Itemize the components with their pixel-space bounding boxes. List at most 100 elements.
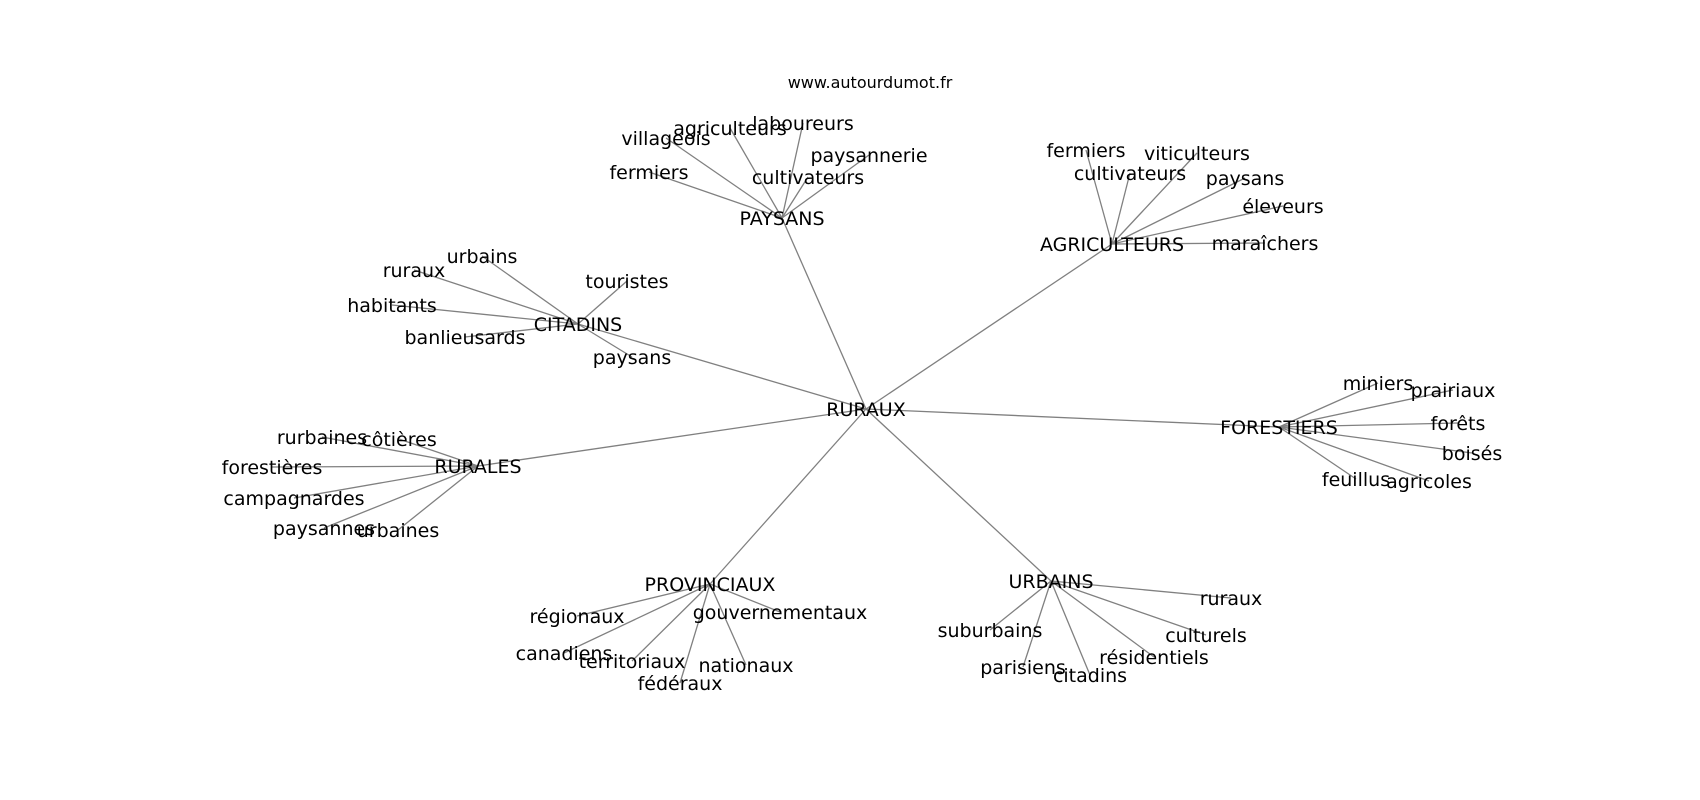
edge-hub-to-leaf bbox=[577, 323, 633, 358]
leaf-node-label: nationaux bbox=[698, 655, 793, 677]
edge-hub-to-leaf bbox=[989, 580, 1052, 631]
edge-hub-to-leaf bbox=[293, 465, 479, 499]
edge-hub-to-leaf bbox=[1022, 580, 1052, 668]
edge-center-to-hub bbox=[477, 408, 867, 467]
edge-center-to-hub bbox=[781, 217, 867, 410]
edge-hub-to-leaf bbox=[1050, 580, 1155, 658]
edge-center-to-hub bbox=[865, 408, 1280, 428]
edge-hub-to-leaf bbox=[709, 583, 781, 613]
center-node-label: RURAUX bbox=[826, 399, 905, 421]
edge-hub-to-leaf bbox=[1111, 152, 1198, 245]
edge-hub-to-leaf bbox=[481, 255, 579, 325]
leaf-node-label: viticulteurs bbox=[1144, 143, 1250, 165]
edge-hub-to-leaf bbox=[577, 280, 628, 325]
leaf-node-label: urbaines bbox=[357, 520, 439, 542]
hub-node-label: AGRICULTEURS bbox=[1040, 234, 1184, 256]
leaf-node-label: paysans bbox=[593, 347, 671, 369]
leaf-node-label: culturels bbox=[1165, 625, 1247, 647]
edge-hub-to-leaf bbox=[781, 154, 870, 219]
edge-center-to-hub bbox=[865, 408, 1052, 582]
edge-center-to-hub bbox=[577, 323, 867, 410]
hub-node-label: RURALES bbox=[434, 456, 521, 478]
edge-hub-to-leaf bbox=[1111, 172, 1131, 245]
edge-hub-to-leaf bbox=[271, 465, 479, 468]
edge-hub-to-leaf bbox=[781, 176, 809, 219]
edge-hub-to-leaf bbox=[464, 323, 579, 338]
hub-node-label: CITADINS bbox=[534, 314, 623, 336]
hub-node-label: PROVINCIAUX bbox=[645, 574, 776, 596]
leaf-node-label: miniers bbox=[1343, 373, 1414, 395]
edge-hub-to-leaf bbox=[648, 171, 783, 219]
edge-hub-to-leaf bbox=[563, 583, 711, 654]
leaf-node-label: forêts bbox=[1431, 413, 1486, 435]
edge-hub-to-leaf bbox=[1278, 389, 1454, 428]
edge-hub-to-leaf bbox=[1278, 422, 1459, 428]
leaf-node-label: feuillus bbox=[1322, 469, 1390, 491]
leaf-node-label: fermiers bbox=[1046, 140, 1125, 162]
edge-hub-to-leaf bbox=[679, 583, 711, 684]
edge-hub-to-leaf bbox=[1278, 426, 1473, 454]
edge-hub-to-leaf bbox=[1050, 580, 1091, 676]
leaf-node-label: habitants bbox=[347, 295, 437, 317]
leaf-node-label: territoriaux bbox=[579, 651, 686, 673]
hub-node-label: URBAINS bbox=[1008, 571, 1093, 593]
leaf-node-label: campagnardes bbox=[223, 488, 364, 510]
edge-hub-to-leaf bbox=[665, 137, 783, 219]
edge-hub-to-leaf bbox=[781, 122, 804, 219]
edge-hub-to-leaf bbox=[631, 583, 711, 662]
leaf-node-label: paysans bbox=[1206, 168, 1284, 190]
edge-hub-to-leaf bbox=[1111, 205, 1284, 245]
leaf-node-label: régionaux bbox=[529, 606, 624, 628]
leaf-node-label: prairiaux bbox=[1411, 380, 1496, 402]
edge-center-to-hub bbox=[709, 408, 867, 585]
leaf-node-label: paysannerie bbox=[810, 145, 927, 167]
leaf-node-label: fédéraux bbox=[638, 673, 723, 695]
leaf-node-label: éleveurs bbox=[1242, 196, 1323, 218]
hub-node-label: FORESTIERS bbox=[1220, 417, 1338, 439]
leaf-node-label: rurbaines bbox=[277, 427, 367, 449]
leaf-node-label: laboureurs bbox=[752, 113, 854, 135]
edge-hub-to-leaf bbox=[391, 304, 579, 325]
graph-labels: RURAUX PAYSANS villageoisagriculteurslabou… bbox=[222, 113, 1503, 695]
edge-hub-to-leaf bbox=[1278, 382, 1379, 428]
edge-hub-to-leaf bbox=[1085, 149, 1113, 245]
leaf-node-label: résidentiels bbox=[1099, 647, 1209, 669]
edge-hub-to-leaf bbox=[397, 465, 479, 531]
edge-hub-to-leaf bbox=[413, 269, 579, 325]
edge-hub-to-leaf bbox=[729, 127, 783, 219]
edge-hub-to-leaf bbox=[1050, 580, 1232, 599]
leaf-node-label: urbains bbox=[447, 246, 518, 268]
graph-edges bbox=[271, 122, 1473, 684]
edge-hub-to-leaf bbox=[576, 583, 711, 617]
hub-node-label: PAYSANS bbox=[739, 208, 824, 230]
edge-hub-to-leaf bbox=[1111, 242, 1266, 245]
leaf-node-label: parisiens bbox=[980, 657, 1066, 679]
leaf-node-label: paysannes bbox=[273, 518, 375, 540]
leaf-node-label: canadiens bbox=[516, 643, 613, 665]
edge-center-to-hub bbox=[865, 243, 1113, 410]
leaf-node-label: côtières bbox=[361, 429, 436, 451]
leaf-node-label: villageois bbox=[621, 128, 710, 150]
edge-hub-to-leaf bbox=[323, 465, 479, 529]
leaf-node-label: suburbains bbox=[938, 620, 1043, 642]
leaf-node-label: ruraux bbox=[1200, 588, 1263, 610]
edge-hub-to-leaf bbox=[1050, 580, 1207, 636]
leaf-node-label: maraîchers bbox=[1212, 233, 1319, 255]
edge-hub-to-leaf bbox=[1278, 426, 1430, 482]
leaf-node-label: gouvernementaux bbox=[693, 602, 868, 624]
leaf-node-label: agricoles bbox=[1386, 471, 1472, 493]
edge-hub-to-leaf bbox=[709, 583, 747, 666]
leaf-node-label: cultivateurs bbox=[752, 167, 864, 189]
leaf-node-label: touristes bbox=[585, 271, 668, 293]
edge-hub-to-leaf bbox=[1111, 177, 1246, 245]
leaf-node-label: banlieusards bbox=[404, 327, 525, 349]
source-label: www.autourdumot.fr bbox=[788, 73, 953, 92]
leaf-node-label: citadins bbox=[1053, 665, 1127, 687]
edge-hub-to-leaf bbox=[1278, 426, 1357, 480]
edge-hub-to-leaf bbox=[398, 438, 479, 467]
leaf-node-label: ruraux bbox=[383, 260, 446, 282]
leaf-node-label: agriculteurs bbox=[673, 118, 786, 140]
leaf-node-label: cultivateurs bbox=[1074, 163, 1186, 185]
leaf-node-label: forestières bbox=[222, 457, 323, 479]
